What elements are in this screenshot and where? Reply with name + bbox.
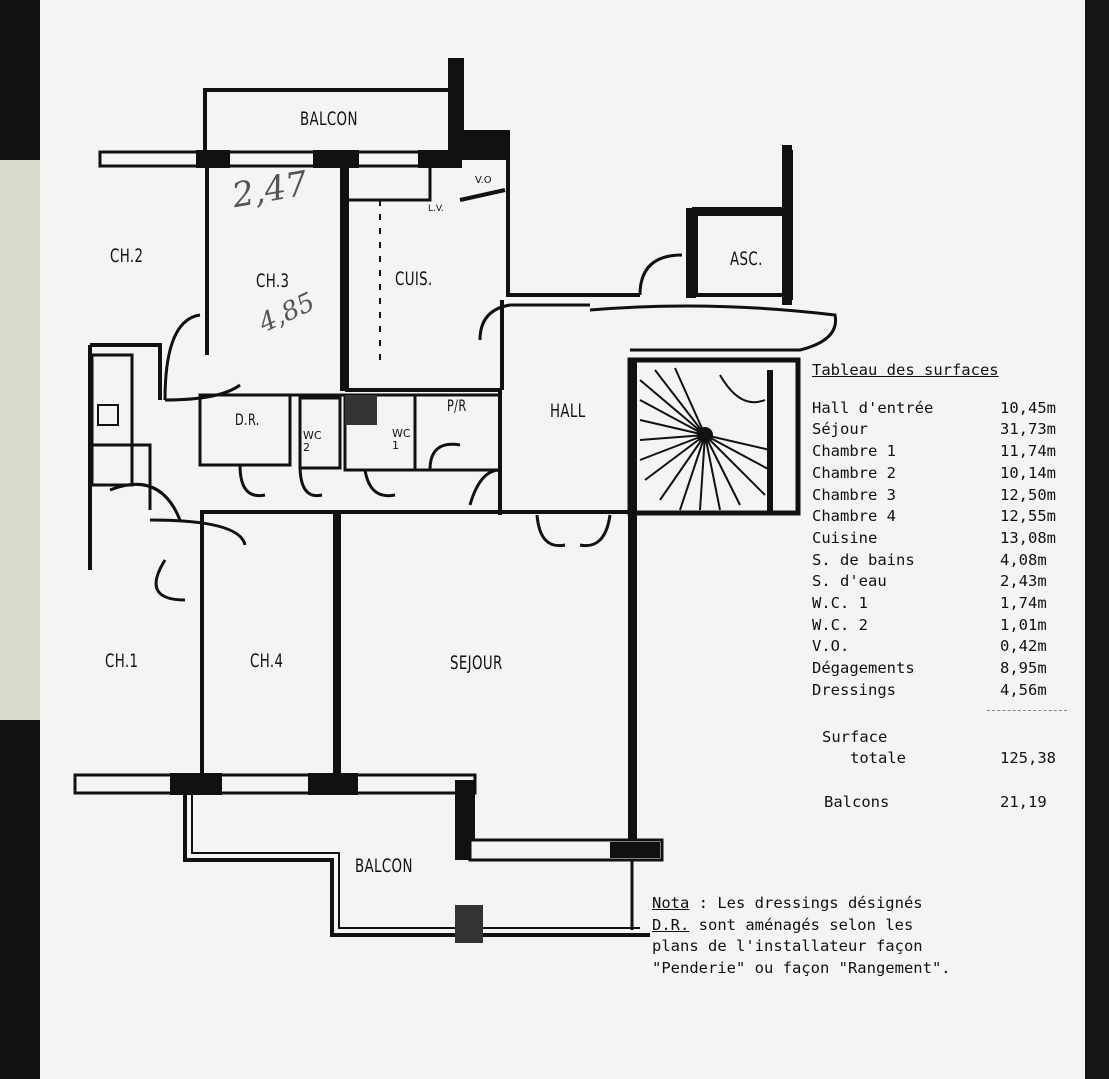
surface-row: V.O. 0,42m — [812, 636, 1082, 658]
surface-row-label: S. d'eau — [812, 572, 887, 591]
surface-row-value: 1,01m — [1000, 615, 1047, 634]
surface-row-label: Cuisine — [812, 528, 878, 547]
surface-row-label: S. de bains — [812, 550, 915, 569]
elevator-shaft — [692, 150, 793, 300]
label-vo: V.O — [475, 175, 492, 186]
surface-row-label: Chambre 4 — [812, 507, 896, 526]
sum-line — [987, 709, 1067, 711]
surface-table-title: Tableau des surfaces — [812, 361, 999, 379]
surface-row: S. d'eau 2,43m — [812, 571, 1082, 593]
surface-row-value: 8,95m — [1000, 659, 1047, 678]
balcons-label: Balcons — [824, 792, 890, 811]
surface-row-value: 2,43m — [1000, 572, 1047, 591]
surface-row: Chambre 3 12,50m — [812, 485, 1082, 507]
label-asc: ASC. — [730, 248, 763, 270]
paper-sheet — [40, 0, 1085, 1079]
surface-row: S. de bains 4,08m — [812, 550, 1082, 572]
label-ch1: CH.1 — [105, 650, 139, 672]
surface-row: W.C. 1 1,74m — [812, 593, 1082, 615]
label-sejour: SEJOUR — [450, 652, 503, 674]
label-dressing: D.R. — [235, 410, 260, 429]
surface-row-value: 13,08m — [1000, 528, 1056, 547]
balcons-value: 21,19 — [1000, 792, 1047, 811]
nota-line-2: D.R. sont aménagés selon les — [652, 915, 1092, 937]
door-arcs-left — [109, 313, 247, 602]
surface-row: Dressings 4,56m — [812, 680, 1082, 702]
surface-row: Cuisine 13,08m — [812, 528, 1082, 550]
surface-row: Séjour 31,73m — [812, 419, 1082, 441]
nota-line-2-text: sont aménagés selon les — [689, 915, 914, 934]
cuisine-door — [478, 303, 590, 341]
nota-line-3: plans de l'installateur façon — [652, 937, 923, 956]
surface-row: W.C. 2 1,01m — [812, 615, 1082, 637]
label-wc2: WC 2 — [303, 429, 322, 454]
surface-row-label: Dégagements — [812, 659, 915, 678]
label-wc1: WC 1 — [392, 427, 411, 452]
total-row: totale 125,38 — [812, 748, 1082, 770]
surface-row-label: W.C. 2 — [812, 615, 868, 634]
balcons-row: Balcons 21,19 — [812, 792, 1082, 814]
nota-dr: D.R. — [652, 915, 690, 934]
surface-row: Chambre 4 12,55m — [812, 506, 1082, 528]
surface-row-label: W.C. 1 — [812, 594, 868, 613]
surface-row: Chambre 1 11,74m — [812, 441, 1082, 463]
bottom-facade — [73, 773, 477, 795]
surface-row-label: Hall d'entrée — [812, 398, 934, 417]
nota-block: Nota : Les dressings désignés D.R. sont … — [652, 893, 1092, 979]
label-balcon-top: BALCON — [300, 108, 358, 130]
surface-row-value: 4,08m — [1000, 550, 1047, 569]
surface-row-label: Chambre 3 — [812, 485, 896, 504]
label-ch3: CH.3 — [256, 270, 290, 292]
surface-row-label: Dressings — [812, 680, 896, 699]
surface-row-label: Chambre 1 — [812, 442, 896, 461]
total-label-2: totale — [850, 749, 906, 768]
surface-table: Tableau des surfaces Hall d'entrée 10,45m… — [812, 360, 1082, 814]
surface-row-value: 12,55m — [1000, 507, 1056, 526]
total-label-1: Surface — [822, 727, 888, 746]
surface-row-label: V.O. — [812, 637, 850, 656]
nota-line-1-text: : Les dressings désignés — [689, 894, 923, 912]
nota-line-4: "Penderie" ou façon "Rangement". — [652, 958, 951, 977]
label-ch2: CH.2 — [110, 245, 144, 267]
label-placard: P/R — [447, 396, 467, 415]
surface-row-value: 1,74m — [1000, 594, 1047, 613]
surface-row-value: 10,45m — [1000, 398, 1056, 417]
bath-fixtures — [90, 353, 134, 487]
label-balcon-bottom: BALCON — [355, 855, 413, 877]
nota-word: Nota — [652, 894, 690, 912]
surface-row: Hall d'entrée 10,45m — [812, 398, 1082, 420]
staircase — [627, 357, 801, 516]
surface-row-value: 10,14m — [1000, 463, 1056, 482]
balcony-bottom-outline — [183, 793, 650, 937]
total-value: 125,38 — [1000, 749, 1056, 768]
surface-row-value: 12,50m — [1000, 485, 1056, 504]
surface-row: Dégagements 8,95m — [812, 658, 1082, 680]
surface-row-label: Séjour — [812, 420, 868, 439]
surface-row-value: 31,73m — [1000, 420, 1056, 439]
surface-row-label: Chambre 2 — [812, 463, 896, 482]
label-cuisine: CUIS. — [395, 268, 433, 290]
surface-row-value: 0,42m — [1000, 637, 1047, 656]
nota-line-1: Nota : Les dressings désignés — [652, 893, 1092, 915]
surface-row: Chambre 2 10,14m — [812, 463, 1082, 485]
label-ch4: CH.4 — [250, 650, 284, 672]
top-facade — [98, 150, 462, 168]
label-lv: L.V. — [428, 204, 444, 214]
hall-door — [535, 514, 612, 548]
surface-row-value: 11,74m — [1000, 442, 1056, 461]
surface-row-value: 4,56m — [1000, 680, 1047, 699]
label-hall: HALL — [550, 400, 586, 422]
